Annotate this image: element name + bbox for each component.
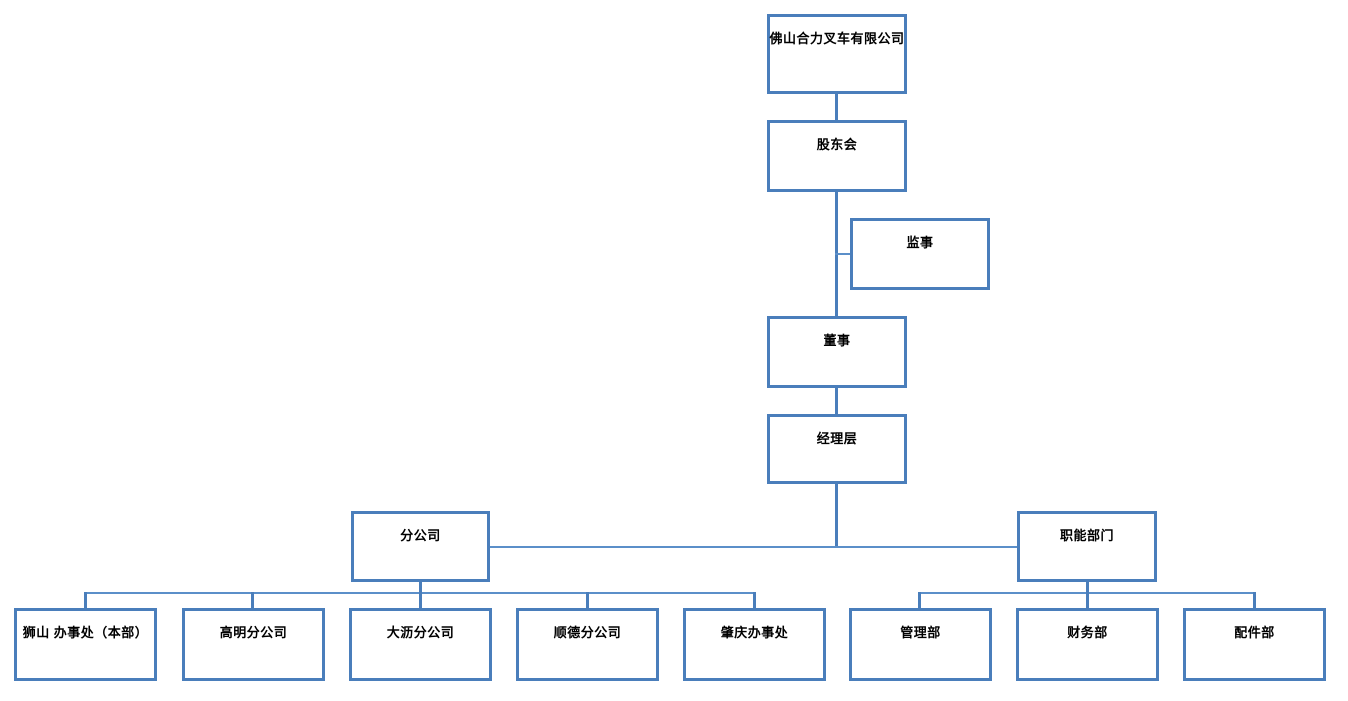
node-functional-label: 职能部门 [1059, 528, 1114, 543]
node-branch-office-1-label: 狮山 办事处（本部） [22, 625, 149, 640]
node-branch-office-3[interactable]: 大沥分公司 [349, 608, 492, 681]
node-supervisor-label: 监事 [906, 235, 934, 250]
node-branch-office-5-label: 肇庆办事处 [720, 625, 789, 640]
connector-branch-drop-3 [419, 592, 422, 609]
connector-branches-drop [419, 582, 422, 593]
connector-level5-horizontal-bus [490, 546, 1018, 548]
node-department-2-label: 财务部 [1067, 625, 1108, 640]
node-director-label: 董事 [823, 333, 851, 348]
node-functional[interactable]: 职能部门 [1017, 511, 1157, 582]
node-branch-office-4[interactable]: 顺德分公司 [516, 608, 659, 681]
node-branch-office-2-label: 高明分公司 [219, 625, 288, 640]
node-shareholders-label: 股东会 [816, 137, 858, 152]
node-branch-office-1[interactable]: 狮山 办事处（本部） [14, 608, 157, 681]
connector-management-to-level5 [835, 484, 838, 548]
node-company[interactable]: 佛山合力叉车有限公司 [767, 14, 907, 94]
connector-department-drop-2 [1086, 592, 1089, 609]
node-department-3-label: 配件部 [1234, 625, 1275, 640]
node-management-label: 经理层 [816, 431, 858, 446]
node-department-3[interactable]: 配件部 [1183, 608, 1326, 681]
node-branches[interactable]: 分公司 [351, 511, 490, 582]
node-branch-office-3-label: 大沥分公司 [386, 625, 455, 640]
connector-director-to-management [835, 388, 838, 415]
connector-department-drop-3 [1253, 592, 1256, 609]
node-management[interactable]: 经理层 [767, 414, 907, 484]
node-director[interactable]: 董事 [767, 316, 907, 388]
connector-company-to-shareholders [835, 94, 838, 121]
connector-branch-drop-2 [251, 592, 254, 609]
node-branch-office-5[interactable]: 肇庆办事处 [683, 608, 826, 681]
node-branch-office-4-label: 顺德分公司 [553, 625, 622, 640]
connector-department-drop-1 [918, 592, 921, 609]
node-branches-label: 分公司 [400, 528, 441, 543]
node-supervisor[interactable]: 监事 [850, 218, 990, 290]
node-department-1-label: 管理部 [900, 625, 941, 640]
connector-spine-to-supervisor [835, 253, 853, 255]
connector-branch-drop-1 [84, 592, 87, 609]
node-branch-office-2[interactable]: 高明分公司 [182, 608, 325, 681]
node-shareholders[interactable]: 股东会 [767, 120, 907, 192]
connector-branch-drop-4 [586, 592, 589, 609]
node-company-label: 佛山合力叉车有限公司 [769, 31, 905, 46]
connector-branch-drop-5 [753, 592, 756, 609]
node-department-2[interactable]: 财务部 [1016, 608, 1159, 681]
connector-functional-drop [1086, 582, 1089, 593]
node-department-1[interactable]: 管理部 [849, 608, 992, 681]
